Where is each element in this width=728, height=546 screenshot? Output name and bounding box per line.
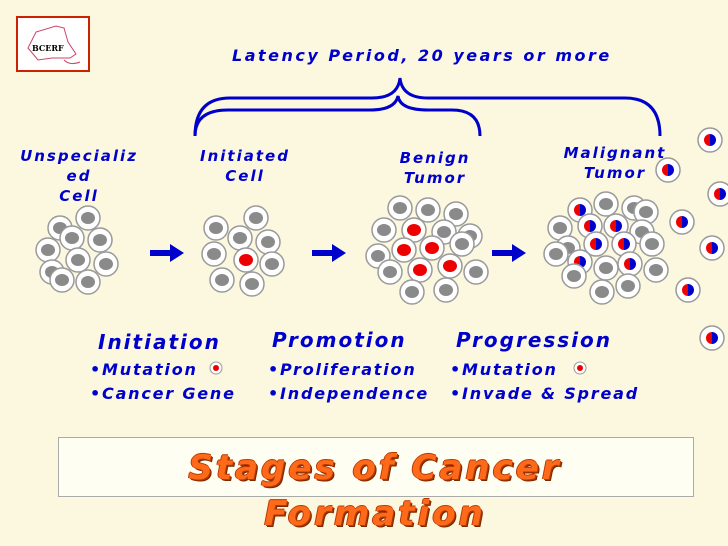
normal-cell xyxy=(243,205,269,231)
normal-cell xyxy=(463,259,489,285)
normal-cell xyxy=(543,241,569,267)
mutated-cell xyxy=(407,257,433,283)
stage-label-initiated: Initiated Cell xyxy=(200,147,290,185)
arrow-icon xyxy=(312,244,346,262)
malignant-cell xyxy=(655,157,681,183)
normal-cell xyxy=(59,225,85,251)
logo-text: BCERF xyxy=(32,43,64,53)
normal-cell xyxy=(49,267,75,293)
stage-label-unspecialized: Unspecializ ed Cell xyxy=(20,147,138,205)
normal-cell xyxy=(589,279,615,305)
normal-cell xyxy=(75,269,101,295)
mutated-cell xyxy=(233,247,259,273)
promotion-bullet-independence: •Independence xyxy=(268,384,430,403)
malignant-cell xyxy=(583,231,609,257)
malignant-cell xyxy=(707,181,728,207)
normal-cell xyxy=(239,271,265,297)
normal-cell xyxy=(387,195,413,221)
malignant-cell xyxy=(697,127,723,153)
malignant-cell xyxy=(669,209,695,235)
mutation-dot xyxy=(577,365,583,371)
normal-cell xyxy=(255,229,281,255)
latency-brace xyxy=(193,77,662,137)
stage-label-malignant: Malignant Tumor xyxy=(563,144,667,182)
normal-cell xyxy=(201,241,227,267)
phase-progression-title: Progression xyxy=(456,328,613,352)
normal-cell xyxy=(615,273,641,299)
normal-cell xyxy=(433,277,459,303)
stage-label-benign: Benign Tumor xyxy=(399,149,471,187)
initiation-bullet-cancer-gene: •Cancer Gene xyxy=(90,384,236,403)
latency-period-label: Latency Period, 20 years or more xyxy=(232,46,612,65)
normal-cell xyxy=(227,225,253,251)
mutated-cell xyxy=(419,235,445,261)
normal-cell xyxy=(203,215,229,241)
arrow-icon xyxy=(150,244,184,262)
promotion-bullet-proliferation: •Proliferation xyxy=(268,360,417,379)
bcerf-logo: BCERF xyxy=(16,16,90,72)
malignant-cell xyxy=(675,277,701,303)
normal-cell xyxy=(593,255,619,281)
normal-cell xyxy=(443,201,469,227)
normal-cell xyxy=(209,267,235,293)
malignant-cell xyxy=(617,251,643,277)
normal-cell xyxy=(633,199,659,225)
ny-state-map-icon xyxy=(27,25,81,65)
normal-cell xyxy=(259,251,285,277)
normal-cell xyxy=(643,257,669,283)
title-box xyxy=(58,437,694,497)
malignant-cell xyxy=(699,325,725,351)
phase-promotion-title: Promotion xyxy=(272,328,407,352)
mutated-cell xyxy=(401,217,427,243)
progression-bullet-mutation: •Mutation xyxy=(450,360,558,379)
normal-cell xyxy=(377,259,403,285)
progression-bullet-invade-spread: •Invade & Spread xyxy=(450,384,639,403)
malignant-cell xyxy=(699,235,725,261)
normal-cell xyxy=(65,247,91,273)
normal-cell xyxy=(415,197,441,223)
mutated-cell xyxy=(391,237,417,263)
normal-cell xyxy=(399,279,425,305)
mutated-cell xyxy=(437,253,463,279)
normal-cell xyxy=(87,227,113,253)
normal-cell xyxy=(449,231,475,257)
mutation-dot xyxy=(213,365,219,371)
normal-cell xyxy=(593,191,619,217)
benign-brace xyxy=(193,95,482,137)
arrow-icon xyxy=(492,244,526,262)
normal-cell xyxy=(75,205,101,231)
normal-cell xyxy=(639,231,665,257)
normal-cell xyxy=(371,217,397,243)
normal-cell xyxy=(561,263,587,289)
normal-cell xyxy=(35,237,61,263)
slide-title: Stages of Cancer Formation xyxy=(188,448,562,534)
phase-initiation-title: Initiation xyxy=(98,330,221,354)
initiation-bullet-mutation: •Mutation xyxy=(90,360,198,379)
normal-cell xyxy=(93,251,119,277)
malignant-cell xyxy=(611,231,637,257)
